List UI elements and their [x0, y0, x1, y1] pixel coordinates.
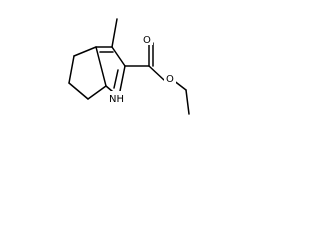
carbonyl-oxygen-label: O: [143, 35, 151, 46]
carbonyl-oxygen-bg: [141, 33, 153, 45]
ring-nitrogen-bg: [107, 91, 129, 105]
bond-c7-c8: [87, 85, 107, 100]
bond-c5-c6: [68, 55, 75, 84]
ester-oxygen-bg: [164, 72, 176, 84]
bond-c4-c5: [73, 46, 97, 57]
bond-methyl: [111, 18, 118, 48]
bond-c8-c4: [95, 46, 107, 87]
bond-c2-n1-inner: [113, 69, 119, 89]
molecule-canvas: O O NH: [0, 0, 204, 125]
molecule-structure: O O NH: [68, 18, 190, 115]
ring-nitrogen-label: NH: [109, 94, 124, 105]
bond-carbonyl-ester-o: [148, 65, 165, 81]
bond-c6-c7: [68, 82, 89, 100]
ester-oxygen-label: O: [166, 74, 174, 85]
bond-c2-n1-double: [119, 65, 126, 92]
bond-ethyl-ch3: [185, 89, 190, 115]
bond-c3-c2: [111, 46, 126, 67]
